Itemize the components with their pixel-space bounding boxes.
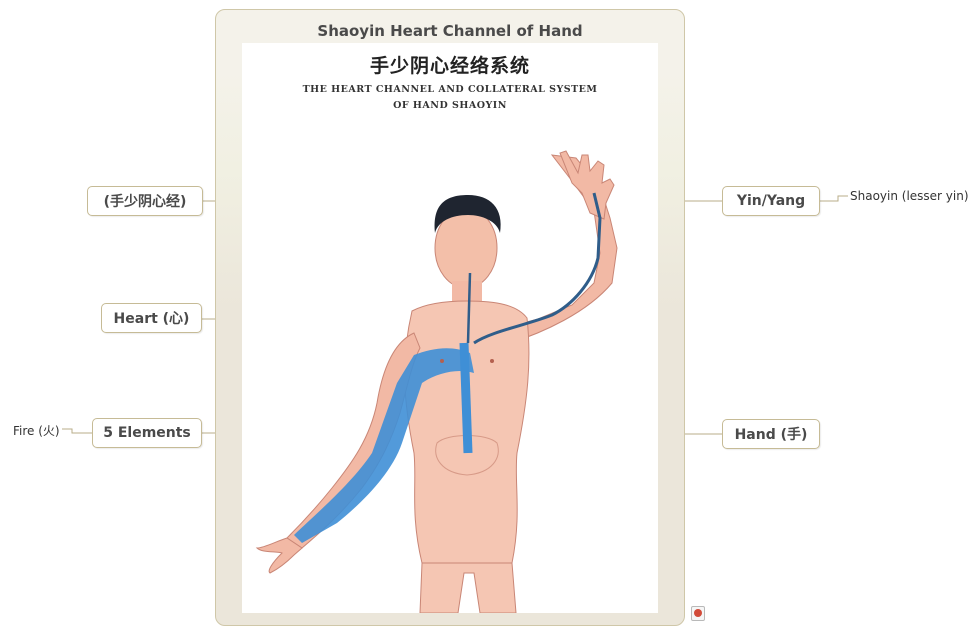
central-topic-title: Shaoyin Heart Channel of Hand <box>317 22 583 40</box>
attachment-marker-icon[interactable] <box>691 606 705 621</box>
poster-title-chinese: 手少阴心经络系统 <box>369 55 530 77</box>
connector-yin-yang-leaf <box>820 195 848 202</box>
leaf-element-fire[interactable]: Fire (火) <box>13 424 60 438</box>
node-limb-hand[interactable]: Hand (手) <box>722 419 820 449</box>
heart-channel-poster: 手少阴心经络系统 THE HEART CHANNEL AND COLLATERA… <box>242 43 658 613</box>
node-yin-yang[interactable]: Yin/Yang <box>722 186 820 216</box>
body-illustration <box>255 150 618 613</box>
poster-title-english-line1: THE HEART CHANNEL AND COLLATERAL SYSTEM <box>302 84 598 95</box>
leaf-shaoyin[interactable]: Shaoyin (lesser yin) <box>850 189 969 203</box>
connector-elements-leaf <box>62 428 92 434</box>
node-five-elements[interactable]: 5 Elements <box>92 418 202 448</box>
poster-title-english-line2: OF HAND SHAOYIN <box>393 100 507 111</box>
node-channel-name-zh[interactable]: (手少阴心经) <box>87 186 203 216</box>
node-organ[interactable]: Heart (心) <box>101 303 202 333</box>
